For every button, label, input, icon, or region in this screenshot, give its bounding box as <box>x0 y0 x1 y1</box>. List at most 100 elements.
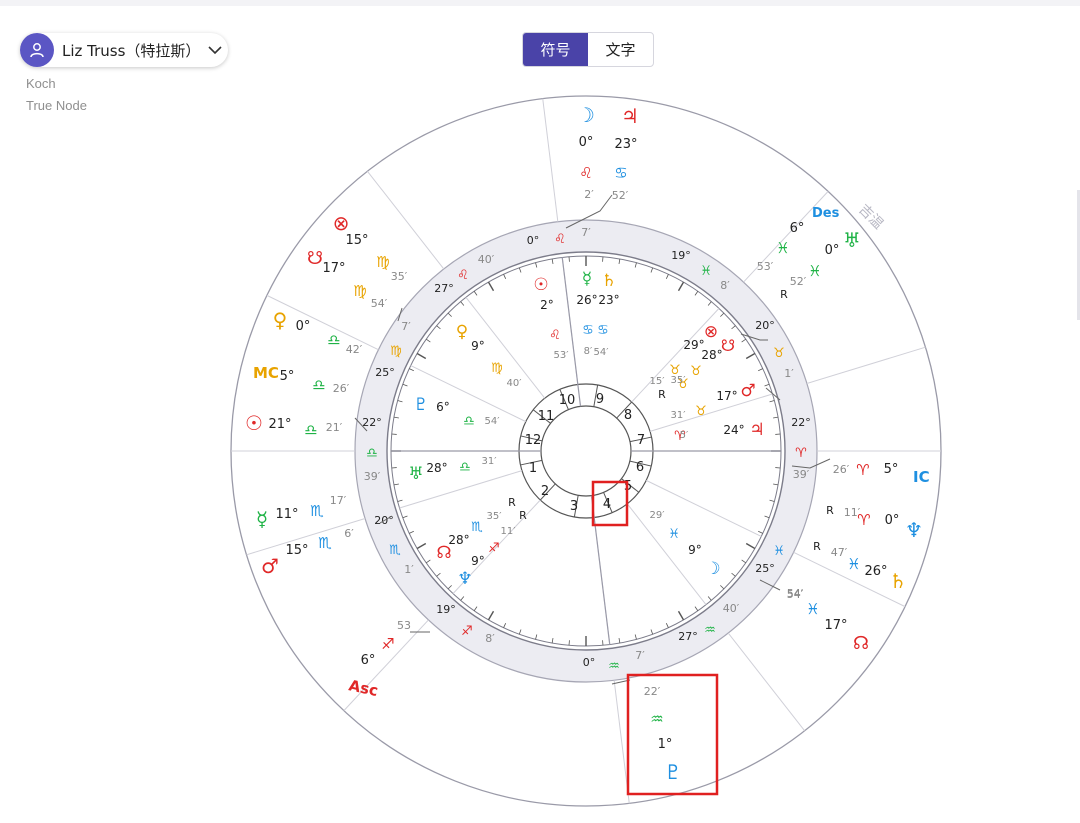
aries-glyph: ♈ <box>856 461 869 479</box>
inner-position-label: 6° <box>436 400 450 414</box>
degree-tick <box>769 400 775 403</box>
symbol-mode-button[interactable]: 符号 <box>523 33 588 66</box>
part-of-fortune-glyph: ⊗ <box>333 211 350 235</box>
degree-tick <box>393 483 399 486</box>
cusp-degree-label: 7′ <box>635 649 645 662</box>
cusp-line <box>343 619 429 711</box>
degree-tick <box>518 267 522 273</box>
outer-position-label: 6° <box>361 653 376 668</box>
pointer-line <box>354 417 368 432</box>
taurus-glyph: ♉ <box>695 404 707 419</box>
outer-position-label: 21′ <box>326 421 343 434</box>
leo-glyph: ♌ <box>579 164 592 182</box>
degree-tick <box>551 258 554 264</box>
outer-position-label: 17° <box>824 618 847 633</box>
inner-position-label: 35′ <box>671 375 687 386</box>
cancer-glyph: ♋ <box>597 323 609 338</box>
outer-position-label: 52′ <box>612 189 629 202</box>
cusp-degree-label: 1′ <box>784 367 794 380</box>
sign-glyph: ♈ <box>795 446 807 461</box>
south-node-glyph: ☋ <box>721 336 735 355</box>
north-node-glyph: ☊ <box>853 633 869 654</box>
cusp-degree-label: 25° <box>375 366 395 379</box>
sign-glyph: ♓ <box>773 544 785 559</box>
sagittarius-glyph: ♐ <box>381 635 394 653</box>
house-divider <box>532 409 551 424</box>
house-divider <box>559 389 569 410</box>
house-number: 8 <box>624 408 632 423</box>
degree-tick <box>397 400 403 403</box>
inner-position-label: 28° <box>426 461 447 475</box>
saturn-glyph: ♄ <box>889 569 907 593</box>
cusp-degree-label: 0° <box>527 234 540 247</box>
sign-glyph: ♓ <box>700 264 712 279</box>
jupiter-glyph: ♃ <box>621 104 639 128</box>
outer-position-label: 26′ <box>833 463 850 476</box>
cusp-line <box>806 346 926 384</box>
degree-tick <box>731 325 736 330</box>
pointer-line <box>379 515 393 524</box>
user-avatar <box>20 33 54 67</box>
degree-tick <box>503 623 507 628</box>
pointer-line <box>791 458 831 469</box>
ic-label: IC <box>913 468 930 486</box>
taurus-glyph: ♉ <box>677 377 689 392</box>
display-mode-toggle[interactable]: 符号 文字 <box>522 32 654 67</box>
virgo-glyph: ♍ <box>376 253 389 271</box>
cusp-line <box>399 470 523 509</box>
cancer-glyph: ♋ <box>614 164 627 182</box>
outer-position-label: 0° <box>885 513 900 528</box>
user-icon <box>30 43 44 58</box>
axis-line <box>561 257 582 407</box>
degree-tick <box>764 515 770 519</box>
inner-position-label: 11′ <box>501 526 517 537</box>
aquarius-glyph: ♒ <box>650 710 663 728</box>
cusp-degree-label: 54′ <box>787 587 804 600</box>
text-mode-button[interactable]: 文字 <box>605 41 636 59</box>
zodiac-inner-ring <box>386 251 786 651</box>
person-selector[interactable]: Liz Truss（特拉斯） <box>20 33 228 67</box>
cusp-degree-label: 1′ <box>404 563 414 576</box>
outer-position-label: 47′ <box>831 546 848 559</box>
degree-tick <box>473 291 478 296</box>
cusp-degree-label: 8′ <box>720 279 730 292</box>
outer-position-label: 22′ <box>644 685 661 698</box>
chevron-down-icon[interactable] <box>208 45 223 55</box>
cusp-degree-label: 25° <box>755 562 775 575</box>
inner-position-label: 8′ <box>584 346 593 357</box>
inner-position-label: 15′ <box>650 376 666 387</box>
inner-position-label: 31′ <box>671 410 687 421</box>
inner-position-label: 23° <box>598 293 619 307</box>
sign-glyph: ♉ <box>773 346 785 361</box>
house-number: 1 <box>529 461 537 476</box>
degree-tick <box>650 629 654 635</box>
degree-tick <box>393 416 399 419</box>
cusp-line <box>367 170 445 270</box>
scrollbar[interactable] <box>1077 190 1080 320</box>
degree-tick <box>618 258 621 264</box>
sun-glyph: ☉ <box>245 411 263 435</box>
cusp-line <box>631 308 720 403</box>
cusp-degree-label: 19° <box>436 603 456 616</box>
highlight-pluto <box>626 673 719 796</box>
top-bar <box>0 0 1080 6</box>
outer-position-label: 6′ <box>344 527 354 540</box>
cusp-degree-label: 7′ <box>581 226 591 239</box>
mars-glyph: ♂ <box>261 554 279 578</box>
cusp-degree-label: 39′ <box>793 468 810 481</box>
jupiter-glyph: ♃ <box>749 420 764 440</box>
cusp-degree-label: 40′ <box>478 253 495 266</box>
degree-tick <box>773 483 779 486</box>
inner-position-label: 26° <box>576 293 597 307</box>
degree-ticks <box>391 256 781 646</box>
mercury-glyph: ☿ <box>256 507 268 531</box>
outer-position-label: R <box>813 540 821 553</box>
cusp-line <box>266 294 379 351</box>
virgo-glyph: ♍ <box>491 361 503 376</box>
person-name: Liz Truss（特拉斯） <box>62 41 201 60</box>
libra-glyph: ♎ <box>312 376 325 394</box>
degree-tick <box>402 515 408 519</box>
outer-position-label: 52′ <box>790 275 807 288</box>
inner-position-label: R <box>658 388 666 401</box>
sign-glyph: ♒ <box>704 623 716 638</box>
